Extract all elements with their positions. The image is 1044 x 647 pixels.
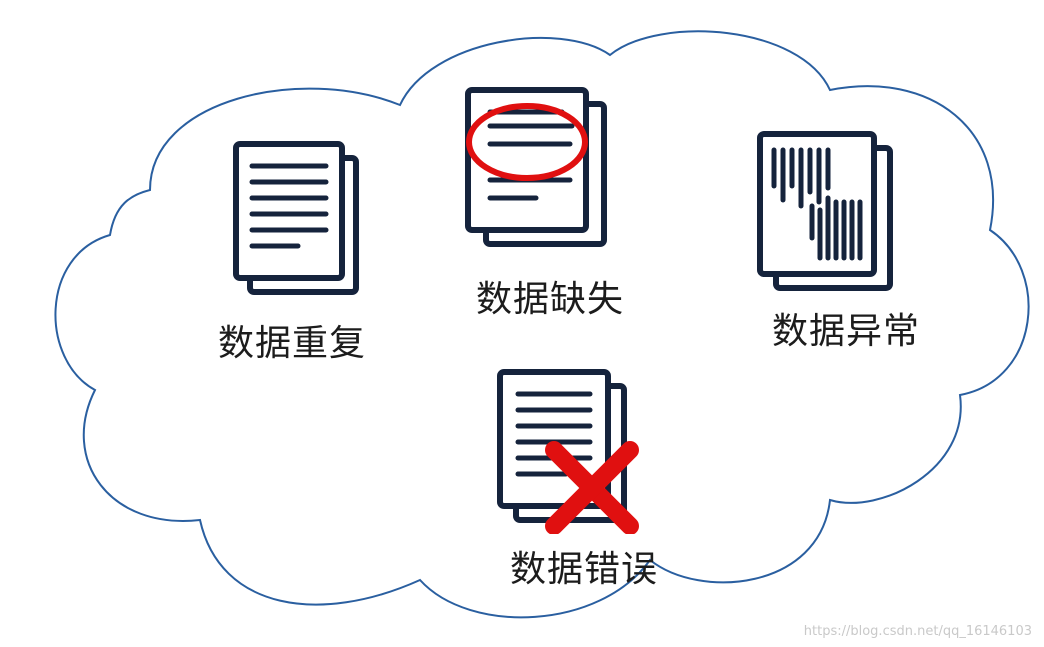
red-x-marker-icon: [545, 441, 639, 534]
document-icon-anomaly: [757, 131, 893, 291]
watermark: https://blog.csdn.net/qq_16146103: [803, 624, 1032, 639]
document-icon-error: [497, 369, 639, 534]
label-error: 数据错误: [510, 549, 659, 590]
label-duplicate: 数据重复: [218, 323, 367, 364]
label-anomaly: 数据异常: [772, 311, 921, 352]
label-missing: 数据缺失: [476, 279, 625, 320]
document-icon-duplicate: [233, 141, 359, 295]
red-circle-marker-icon: [466, 103, 588, 181]
document-icon-missing: [465, 87, 607, 247]
